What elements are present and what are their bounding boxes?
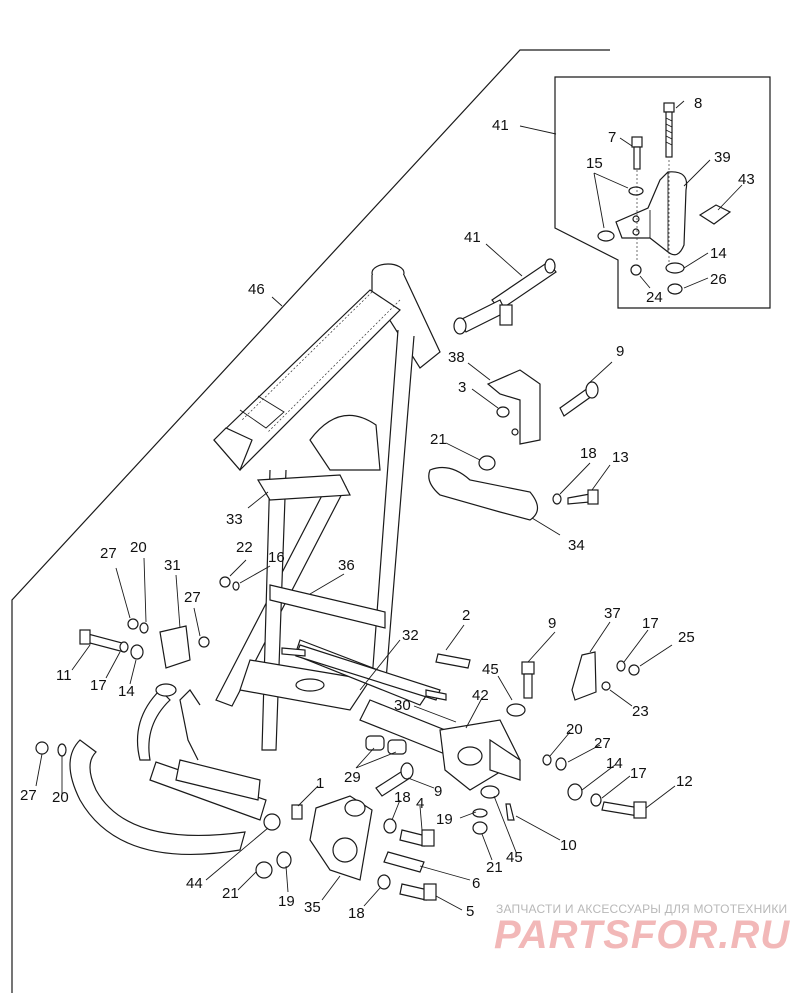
callout-21-upper: 21: [430, 431, 447, 448]
callout-18-upper: 18: [580, 445, 597, 462]
callout-18-middle: 18: [394, 789, 411, 806]
callout-27-a: 27: [100, 545, 117, 562]
watermark: ЗАПЧАСТИ И АКСЕССУАРЫ ДЛЯ МОТОТЕХНИКИ PA…: [494, 902, 790, 957]
mount-34: [428, 467, 539, 521]
callout-15: 15: [586, 155, 603, 172]
callout-21-b: 21: [486, 859, 503, 876]
callout-14-c: 14: [606, 755, 623, 772]
callout-9-middle: 9: [548, 615, 556, 632]
callout-11: 11: [56, 667, 72, 684]
callout-19-b: 19: [278, 893, 295, 910]
callout-27-d: 27: [20, 787, 37, 804]
nuts-washers: [35, 406, 640, 890]
panel-frame: [11, 49, 610, 993]
bracket-38: [486, 369, 541, 445]
nut-26: [667, 283, 683, 295]
callout-20-a: 20: [130, 539, 147, 556]
callout-10: 10: [560, 837, 577, 854]
callout-22: 22: [236, 539, 253, 556]
callout-36: 36: [338, 557, 355, 574]
washer-14-inset: [665, 262, 685, 274]
callout-41-inset: 41: [492, 117, 509, 134]
callout-30: 30: [394, 697, 411, 714]
callout-18-lower: 18: [348, 905, 365, 922]
callout-25: 25: [678, 629, 695, 646]
callout-34: 34: [568, 537, 585, 554]
callout-9-upper: 9: [616, 343, 624, 360]
callout-27-c: 27: [594, 735, 611, 752]
washer-15b: [597, 230, 615, 242]
callout-44: 44: [186, 875, 203, 892]
callout-7: 7: [608, 129, 616, 146]
callout-5: 5: [466, 903, 474, 920]
callout-8: 8: [694, 95, 702, 112]
bracket-35: [309, 795, 373, 881]
inset-detail-box: [554, 76, 771, 309]
callout-31: 31: [164, 557, 181, 574]
callout-20-c: 20: [52, 789, 69, 806]
bushing-45a: [506, 703, 526, 717]
nut-24: [630, 264, 642, 276]
washer-15a: [628, 186, 644, 196]
callout-46: 46: [248, 281, 265, 298]
callout-45-lower: 45: [506, 849, 523, 866]
bolt-7: [631, 136, 643, 170]
callout-12: 12: [676, 773, 693, 790]
pin-1: [291, 804, 303, 820]
watermark-logo: PARTSFOR.RU: [494, 913, 790, 957]
callout-26: 26: [710, 271, 727, 288]
bushing-29a: [365, 735, 385, 751]
callout-17-b: 17: [90, 677, 107, 694]
leader-lines: [35, 100, 743, 911]
callout-labels: 8 41 7 39 15 43 14 26 24 41 46 38 9 3 21…: [20, 95, 755, 922]
callout-35: 35: [304, 899, 321, 916]
bracket-39: [615, 171, 688, 256]
callout-45-upper: 45: [482, 661, 499, 678]
callout-13: 13: [612, 449, 629, 466]
callout-6: 6: [472, 875, 480, 892]
callout-19-a: 19: [436, 811, 453, 828]
callout-39: 39: [714, 149, 731, 166]
bolt-8: [663, 102, 675, 158]
callout-43: 43: [738, 171, 755, 188]
bushing-45b: [480, 785, 500, 799]
callout-20-b: 20: [566, 721, 583, 738]
callout-4: 4: [416, 795, 424, 812]
callout-32: 32: [402, 627, 419, 644]
callout-42: 42: [472, 687, 489, 704]
callout-9-lower: 9: [434, 783, 442, 800]
bracket-31: [159, 625, 191, 669]
bushing-29b: [387, 739, 407, 755]
callout-14-b: 14: [118, 683, 135, 700]
callout-33: 33: [226, 511, 243, 528]
callout-27-b: 27: [184, 589, 201, 606]
callout-38: 38: [448, 349, 465, 366]
plate-43: [698, 204, 732, 225]
callout-24: 24: [646, 289, 663, 306]
bolts: [79, 381, 647, 901]
callout-17-c: 17: [630, 765, 647, 782]
callout-37: 37: [604, 605, 621, 622]
callout-2: 2: [462, 607, 470, 624]
watermark-tagline: ЗАПЧАСТИ И АКСЕССУАРЫ ДЛЯ МОТОТЕХНИКИ: [496, 902, 787, 916]
callout-23: 23: [632, 703, 649, 720]
callout-41: 41: [464, 229, 481, 246]
callout-3: 3: [458, 379, 466, 396]
spacer-44: [263, 813, 281, 831]
callout-17-a: 17: [642, 615, 659, 632]
callout-21-c: 21: [222, 885, 239, 902]
pivot-housing-42: [439, 719, 521, 791]
bracket-37: [571, 651, 597, 701]
callout-1: 1: [316, 775, 324, 792]
callout-29: 29: [344, 769, 361, 786]
callout-14-inset: 14: [710, 245, 727, 262]
steering-damper-41: [453, 258, 557, 335]
callout-16: 16: [268, 549, 285, 566]
